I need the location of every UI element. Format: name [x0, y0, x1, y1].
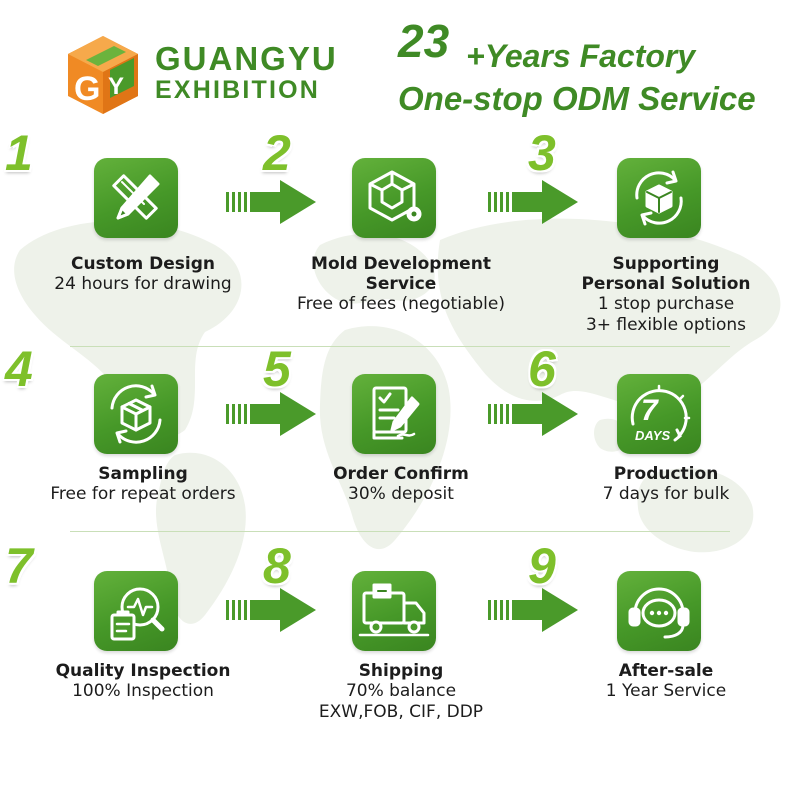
- step-detail: 70% balance: [345, 681, 457, 701]
- brand-name-line1: GUANGYU: [155, 40, 338, 77]
- odm-service-headline: One-stop ODM Service: [398, 80, 756, 117]
- step-detail: 100% Inspection: [72, 681, 214, 701]
- row-separator: [70, 531, 730, 532]
- flow-arrow-icon: [488, 392, 578, 436]
- flow-arrow-icon: [226, 588, 316, 632]
- mold-cube-gear-icon: [368, 170, 422, 222]
- step-number: 9: [528, 538, 556, 594]
- step-title: Supporting: [612, 254, 720, 274]
- support-headset-icon: [628, 587, 690, 639]
- guangyu-logo-icon: G Y: [68, 36, 138, 114]
- row-separator: [70, 346, 730, 347]
- ruler-pencil-icon: [112, 174, 160, 220]
- step-title: Mold Development: [311, 254, 491, 274]
- step-detail: Free for repeat orders: [50, 484, 236, 504]
- step-number: 8: [263, 538, 291, 594]
- brand-name-line2: EXHIBITION: [155, 76, 321, 104]
- inspection-magnifier-icon: [110, 587, 165, 641]
- step-number: 3: [528, 125, 556, 181]
- svg-text:G: G: [74, 70, 100, 108]
- years-number: 23: [398, 15, 450, 67]
- step-icon-box: [94, 374, 178, 454]
- years-factory-text: +Years Factory: [466, 38, 696, 74]
- step-title: Custom Design: [71, 254, 215, 274]
- step-detail: 1 stop purchase: [597, 294, 735, 314]
- step-title: Production: [613, 464, 719, 484]
- step-title: Order Confirm: [333, 464, 469, 484]
- step-icon-box: [617, 158, 701, 238]
- flow-arrow-icon: [226, 180, 316, 224]
- flow-arrow-icon: [226, 392, 316, 436]
- flow-arrow-icon: [488, 180, 578, 224]
- sample-box-icon: [110, 384, 162, 444]
- delivery-truck-icon: [358, 583, 430, 637]
- contract-pen-icon: [372, 386, 420, 440]
- step-icon-box: 7 DAYS: [617, 374, 701, 454]
- step-number: 5: [263, 341, 291, 397]
- svg-text:DAYS: DAYS: [635, 428, 670, 443]
- step-icon-box: [352, 374, 436, 454]
- step-detail: 7 days for bulk: [602, 484, 730, 504]
- seven-days-clock-icon: 7 DAYS: [630, 384, 691, 443]
- step-number: 7: [5, 538, 33, 594]
- step-detail: 3+ flexible options: [585, 315, 747, 335]
- step-detail: Free of fees (negotiable): [297, 294, 505, 314]
- step-title: Shipping: [358, 661, 444, 681]
- step-title: Service: [365, 274, 437, 294]
- step-number: 4: [5, 341, 33, 397]
- step-icon-box: [94, 571, 178, 651]
- step-number: 1: [5, 125, 33, 181]
- step-icon-box: [352, 571, 436, 651]
- step-title: Quality Inspection: [55, 661, 231, 681]
- step-detail: 1 Year Service: [605, 681, 727, 701]
- flow-arrow-icon: [488, 588, 578, 632]
- step-title: Personal Solution: [581, 274, 751, 294]
- step-number: 6: [528, 341, 556, 397]
- step-detail: 24 hours for drawing: [54, 274, 232, 294]
- step-title: Sampling: [98, 464, 188, 484]
- step-icon-box: [94, 158, 178, 238]
- step-detail: 30% deposit: [348, 484, 454, 504]
- step-detail: EXW,FOB, CIF, DDP: [318, 702, 484, 722]
- step-icon-box: [617, 571, 701, 651]
- svg-text:Y: Y: [108, 73, 124, 100]
- package-cycle-icon: [635, 170, 683, 226]
- step-number: 2: [263, 125, 291, 181]
- step-title: After-sale: [618, 661, 714, 681]
- svg-text:7: 7: [641, 394, 659, 427]
- step-icon-box: [352, 158, 436, 238]
